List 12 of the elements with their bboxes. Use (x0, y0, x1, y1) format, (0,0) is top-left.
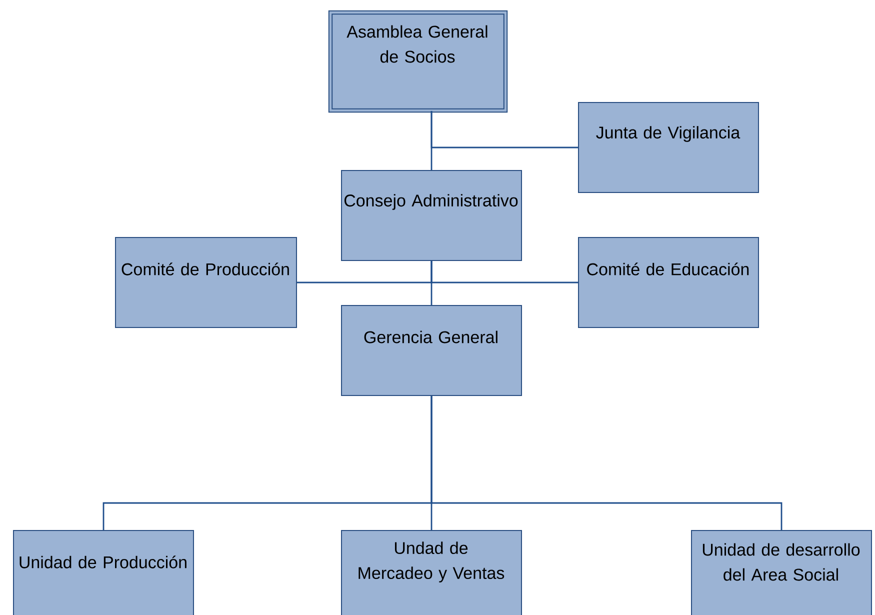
connector-line (430, 396, 782, 530)
org-box: Comité de Producción (115, 237, 297, 328)
org-box: Undad de Mercadeo y Ventas (341, 530, 522, 615)
org-box: Consejo Administrativo (341, 170, 522, 261)
double-border-box: Asamblea General de Socios (328, 10, 508, 113)
connector-line (430, 111, 578, 148)
connector-line (430, 261, 578, 284)
org-box: Junta de Vigilancia (578, 102, 759, 193)
org-box: Unidad de desarrollo del Area Social (691, 530, 872, 615)
org-box: Gerencia General (341, 305, 522, 396)
org-box: Comité de Educación (578, 237, 759, 328)
org-box: Unidad de Producción (13, 530, 194, 615)
